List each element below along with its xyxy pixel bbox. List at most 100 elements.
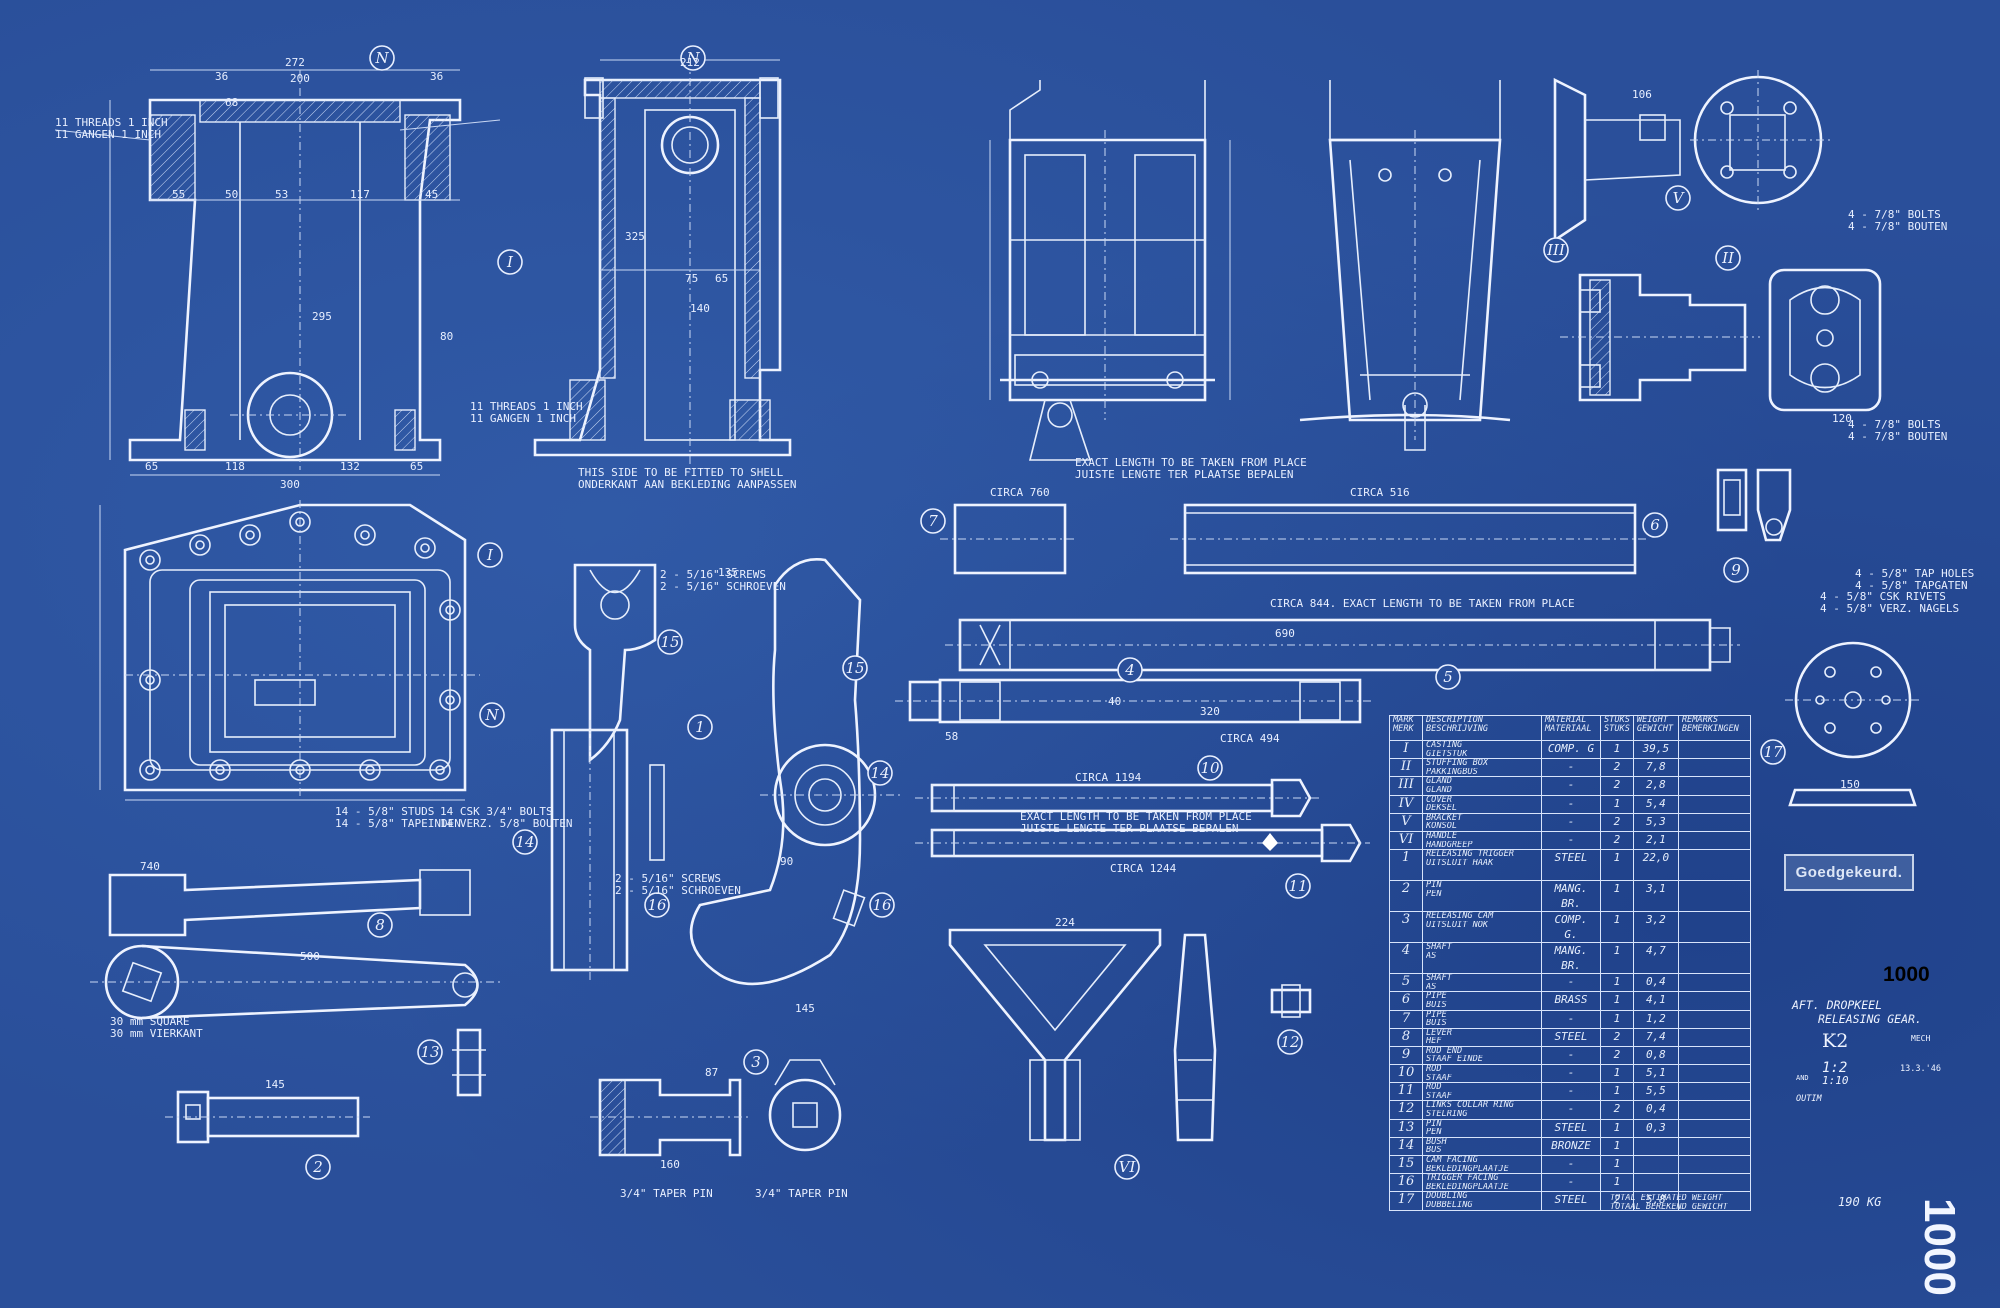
part-remarks — [1677, 776, 1752, 796]
part-quantity: 1 — [1600, 911, 1634, 944]
part-remarks — [1677, 1045, 1752, 1066]
drawing-number: 1000 — [1883, 963, 1930, 986]
part-description-en: GLAND — [1426, 777, 1452, 786]
svg-text:4: 4 — [1124, 661, 1135, 679]
svg-text:87: 87 — [705, 1066, 718, 1079]
drawing-notes: 11 THREADS 1 INCH 11 GANGEN 1 INCH 11 TH… — [55, 116, 1974, 1200]
callout-n-3: N — [479, 702, 505, 728]
part-weight: 5,5 — [1632, 1082, 1679, 1102]
drawn-by: OUTIM — [1796, 1094, 1822, 1104]
svg-text:500: 500 — [300, 950, 320, 963]
part-material: MANG. BR. — [1541, 880, 1601, 913]
svg-text:90: 90 — [780, 855, 793, 868]
svg-text:CIRCA 1244: CIRCA 1244 — [1110, 862, 1177, 875]
total-weight-label-en: TOTAL ESTIMATED WEIGHT — [1610, 1194, 1723, 1203]
svg-text:106: 106 — [1632, 88, 1652, 101]
svg-text:11 THREADS 1 INCH: 11 THREADS 1 INCH — [470, 400, 583, 413]
part-description-nl: UITSLUIT NOK — [1426, 920, 1489, 930]
callout-10: 10 — [1197, 755, 1223, 781]
part-description-nl: BEKLEDINGPLAATJE — [1426, 1182, 1509, 1192]
svg-text:325: 325 — [625, 230, 645, 243]
svg-text:11: 11 — [1288, 877, 1307, 895]
part-description-nl: GIETSTUK — [1426, 749, 1468, 759]
rods-view — [915, 778, 1370, 863]
svg-text:50: 50 — [225, 188, 238, 201]
department: MECH — [1911, 1034, 1931, 1043]
part-description-nl: GLAND — [1426, 785, 1452, 795]
callout-12: 12 — [1277, 1029, 1303, 1055]
bracket-views — [1553, 70, 1830, 243]
part-material: - — [1541, 973, 1601, 993]
part-mark: V — [1389, 812, 1423, 832]
part-remarks — [1677, 1173, 1752, 1193]
svg-text:65: 65 — [145, 460, 158, 473]
svg-text:4 - 5/8" TAP HOLES: 4 - 5/8" TAP HOLES — [1855, 567, 1974, 580]
part-material: - — [1541, 812, 1601, 832]
svg-text:14: 14 — [870, 764, 889, 782]
casting-end-view — [533, 59, 792, 470]
part-mark: 5 — [1389, 973, 1423, 993]
part-material: BRONZE — [1541, 1136, 1601, 1157]
handle-view — [948, 928, 1217, 1142]
part-description-nl: PAKKINGBUS — [1426, 767, 1478, 777]
svg-text:135: 135 — [718, 566, 738, 579]
svg-text:JUISTE LENGTE TER PLAATSE BEPA: JUISTE LENGTE TER PLAATSE BEPALEN — [1075, 468, 1294, 481]
callout-6: 6 — [1642, 512, 1668, 538]
part-remarks — [1677, 991, 1752, 1011]
part-mark: 1 — [1389, 849, 1423, 882]
collar-view — [1270, 984, 1312, 1018]
pin-view — [165, 1090, 370, 1144]
part-mark: 16 — [1389, 1173, 1423, 1193]
part-weight: 5,1 — [1632, 1064, 1679, 1084]
part-description-en: DOUBLING — [1426, 1192, 1468, 1201]
part-mark: 9 — [1389, 1045, 1423, 1066]
part-remarks — [1677, 794, 1752, 814]
callout-v: V — [1665, 185, 1691, 211]
svg-text:2 - 5/16" SCHROEVEN: 2 - 5/16" SCHROEVEN — [660, 580, 786, 593]
svg-text:CIRCA 516: CIRCA 516 — [1350, 486, 1410, 499]
part-mark: 15 — [1389, 1154, 1423, 1175]
part-remarks — [1677, 1064, 1752, 1084]
part-quantity: 1 — [1600, 973, 1634, 993]
svg-text:120: 120 — [1832, 412, 1852, 425]
part-quantity: 1 — [1600, 1009, 1634, 1029]
svg-text:14 - 5/8" TAPEINDEN: 14 - 5/8" TAPEINDEN — [335, 817, 461, 830]
part-description-en: CAM FACING — [1426, 1156, 1478, 1165]
part-quantity: 1 — [1600, 849, 1634, 882]
callout-16a: 16 — [644, 892, 670, 918]
part-remarks — [1677, 830, 1752, 851]
callout-14a: 14 — [512, 829, 538, 855]
svg-text:58: 58 — [945, 730, 958, 743]
svg-text:150: 150 — [1840, 778, 1860, 791]
part-weight: 2,8 — [1632, 776, 1679, 796]
svg-text:16: 16 — [647, 896, 667, 914]
svg-text:14 - 5/8" STUDS: 14 - 5/8" STUDS — [335, 805, 434, 818]
part-mark: II — [1389, 758, 1423, 778]
svg-text:68: 68 — [225, 96, 238, 109]
part-description-nl: UITSLUIT HAAK — [1426, 858, 1494, 868]
svg-text:CIRCA 1194: CIRCA 1194 — [1075, 771, 1142, 784]
svg-text:212: 212 — [680, 56, 700, 69]
part-description-nl: BEKLEDINGPLAATJE — [1426, 1164, 1509, 1174]
part-quantity: 1 — [1600, 880, 1634, 913]
part-quantity: 2 — [1600, 1045, 1634, 1066]
part-material: - — [1541, 776, 1601, 796]
total-weight-label: TOTAL ESTIMATED WEIGHT TOTAAL BEREKEND G… — [1610, 1194, 1728, 1212]
svg-text:224: 224 — [1055, 916, 1075, 929]
shell-side-view — [1299, 80, 1511, 451]
part-description-en: STUFFING BOX — [1426, 759, 1489, 768]
callout-15b: 15 — [842, 655, 868, 681]
